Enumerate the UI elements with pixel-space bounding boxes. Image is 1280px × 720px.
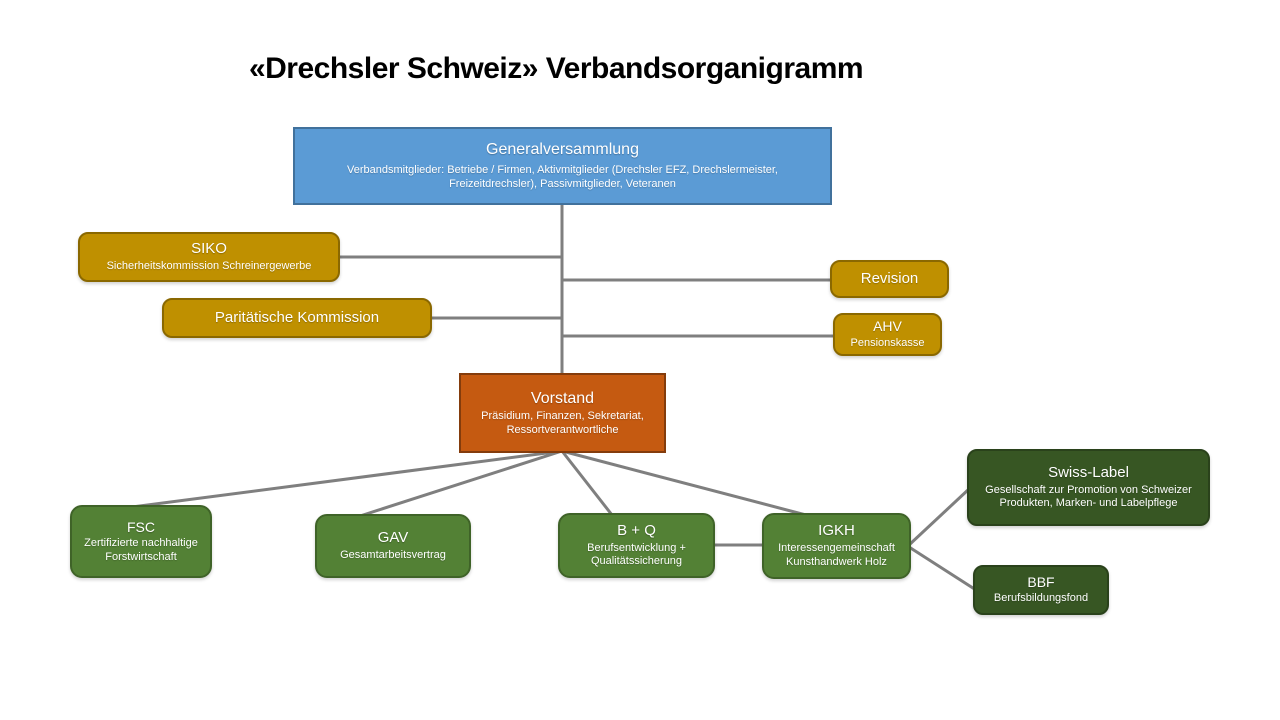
node-generalversammlung-title: Generalversammlung [486, 141, 639, 159]
connector-vorstand-fsc [131, 449, 563, 509]
node-gav: GAV Gesamtarbeitsvertrag [315, 514, 471, 578]
node-ahv: AHV Pensionskasse [833, 313, 942, 356]
node-igkh-title: IGKH [818, 522, 855, 540]
node-bbf-title: BBF [1027, 573, 1055, 590]
node-revision: Revision [830, 260, 949, 298]
connector-vorstand-gav [359, 449, 563, 518]
node-fsc: FSC Zertifizierte nachhaltige Forstwirts… [70, 505, 212, 578]
node-igkh: IGKH Interessengemeinschaft Kunsthandwer… [762, 513, 911, 579]
node-vorstand: Vorstand Präsidium, Finanzen, Sekretaria… [459, 373, 666, 453]
connector-igkh-swiss-label [907, 487, 971, 547]
node-vorstand-title: Vorstand [530, 389, 595, 407]
node-vorstand-subtitle: Präsidium, Finanzen, Sekretariat, Ressor… [481, 409, 644, 436]
node-bbf-subtitle: Berufsbildungsfond [993, 592, 1089, 605]
node-swiss-label-title: Swiss-Label [1048, 463, 1129, 481]
node-bbf: BBF Berufsbildungsfond [973, 565, 1109, 615]
node-gav-title: GAV [377, 529, 409, 547]
node-ahv-title: AHV [873, 318, 902, 335]
node-bq-subtitle: Berufsentwicklung + Qualitätssicherung [587, 541, 686, 568]
node-paritaetische-kommission-title: Paritätische Kommission [214, 308, 380, 326]
node-gav-subtitle: Gesamtarbeitsvertrag [340, 549, 446, 561]
connector-igkh-bbf [908, 545, 977, 592]
node-siko-subtitle: Sicherheitskommission Schreinergewerbe [106, 260, 312, 272]
page-title: «Drechsler Schweiz» Verbandsorganigramm [248, 52, 864, 85]
node-paritaetische-kommission: Paritätische Kommission [162, 298, 432, 338]
node-swiss-label: Swiss-Label Gesellschaft zur Promotion v… [967, 449, 1210, 526]
node-generalversammlung: Generalversammlung Verbandsmitglieder: B… [293, 127, 832, 205]
node-fsc-title: FSC [127, 518, 155, 535]
node-bq: B + Q Berufsentwicklung + Qualitätssiche… [558, 513, 715, 578]
node-revision-title: Revision [860, 269, 919, 287]
connector-vorstand-bq [560, 450, 614, 516]
node-swiss-label-subtitle: Gesellschaft zur Promotion von Schweizer… [985, 483, 1192, 510]
connector-vorstand-igkh [561, 449, 807, 517]
node-bq-title: B + Q [617, 521, 656, 539]
node-generalversammlung-subtitle: Verbandsmitglieder: Betriebe / Firmen, A… [347, 164, 778, 190]
node-fsc-subtitle: Zertifizierte nachhaltige Forstwirtschaf… [84, 537, 198, 563]
node-ahv-subtitle: Pensionskasse [850, 336, 925, 349]
node-igkh-subtitle: Interessengemeinschaft Kunsthandwerk Hol… [778, 542, 895, 568]
node-siko-title: SIKO [191, 240, 227, 258]
node-siko: SIKO Sicherheitskommission Schreinergewe… [78, 232, 340, 282]
